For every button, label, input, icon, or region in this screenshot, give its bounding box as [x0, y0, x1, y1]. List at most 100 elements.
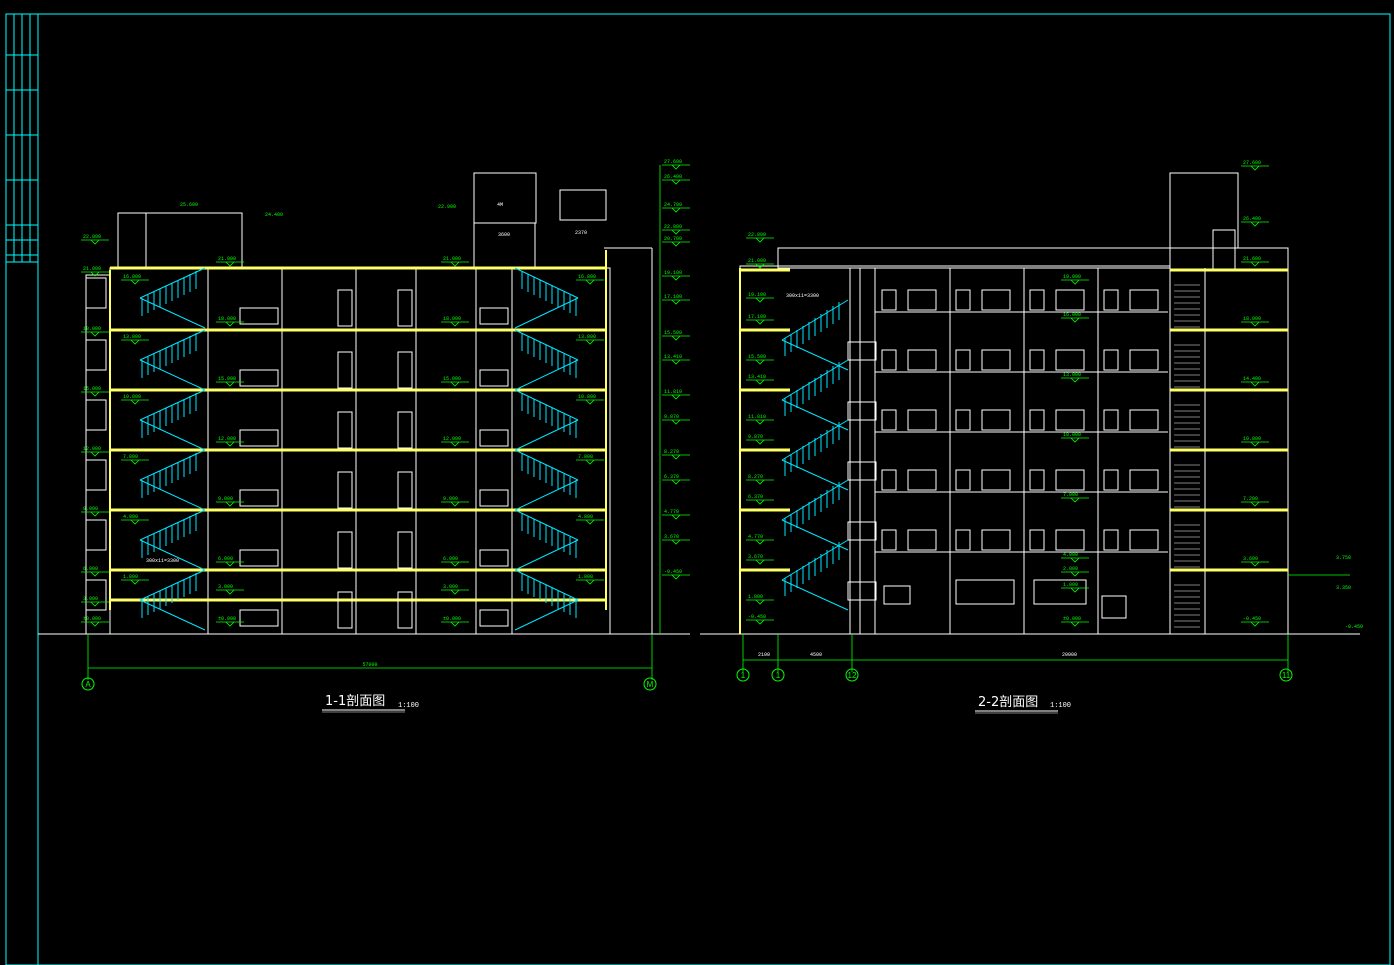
s1-ext-window-0 [85, 277, 107, 309]
s1-mlevel-1-text: 18.000 [443, 316, 461, 322]
s2-win-large-4-0 [907, 529, 937, 551]
section-2-stairs [781, 299, 877, 611]
dim-3: 20000 [1062, 652, 1077, 658]
s1-slevel-2-triangle [130, 399, 140, 405]
s1-llevel-2-triangle [90, 331, 100, 337]
s2-rlevel-8: -0.450 [1241, 616, 1269, 627]
section-1-openings [85, 277, 509, 629]
s1-slevel2-1: 13.800 [576, 334, 604, 345]
s2-rlevel-2-triangle [1250, 261, 1260, 267]
s2-mlevel-1: 16.000 [1061, 312, 1089, 323]
s2-llevel-1-triangle [755, 263, 765, 269]
s1-slevel2-0: 16.800 [576, 274, 604, 285]
s1-mlevel-0: 21.000 [441, 256, 469, 267]
s1-rlevel-7-triangle [671, 335, 681, 341]
s2-rlevel-5-triangle [1250, 441, 1260, 447]
s2-win-small-2-3 [1103, 409, 1119, 431]
s2-llevel-9: 6.370 [746, 494, 774, 505]
s1-mlevel2-6: 3.000 [216, 584, 244, 595]
s2-mlevel-0-text: 19.000 [1063, 274, 1081, 280]
s2-win-large-3-2 [1055, 469, 1085, 491]
s2-win-large-3-1 [981, 469, 1011, 491]
s1-rlevel-11-text: 8.270 [664, 449, 679, 455]
s1-mlevel-6: 3.000 [441, 584, 469, 595]
s1-mlevel2-3: 12.000 [216, 436, 244, 447]
s2-llevel-6-triangle [755, 419, 765, 425]
s2-mlevel-6-text: 2.000 [1063, 566, 1078, 572]
s1-slevel2-4: 4.800 [576, 514, 604, 525]
s1-slevel-4: 4.800 [121, 514, 149, 525]
s2-rlevel-2-text: 21.600 [1243, 256, 1261, 262]
s2-win-large-4-2 [1055, 529, 1085, 551]
s2-rlevel-0-text: 27.600 [1243, 160, 1261, 166]
s2-rlevel-7-triangle [1250, 561, 1260, 567]
s2-rlevel-2: 21.600 [1241, 256, 1269, 267]
s2-win-large-2-3 [1129, 409, 1159, 431]
s2-win-small-4-2 [1029, 529, 1045, 551]
s1-ext-window-4 [85, 519, 107, 551]
s1-slevel2-3: 7.800 [576, 454, 604, 465]
s1-rlevel-1-triangle [671, 179, 681, 185]
s1-llevel-7-triangle [90, 601, 100, 607]
s2-win-large-3-3 [1129, 469, 1159, 491]
s2-win-large-0-0 [907, 289, 937, 311]
section-2-title: 2-2剖面图 [978, 695, 1038, 710]
axis-label-m: M [647, 680, 654, 689]
s2-mlevel-2-triangle [1070, 377, 1080, 383]
s1-mlevel2-7-text: ±0.000 [218, 616, 236, 622]
s2-win-large-1-0 [907, 349, 937, 371]
s1-rlevel-3: 22.800 [662, 224, 690, 235]
top-label-2: 24.400 [265, 212, 283, 218]
axis-bubble-2 [771, 668, 785, 682]
s1-llevel-8: ±0.000 [81, 616, 109, 627]
s1-mlevel2-4: 9.000 [216, 496, 244, 507]
s1-llevel-2: 18.000 [81, 326, 109, 337]
s2-win-large-1-3 [1129, 349, 1159, 371]
s1-rlevel-11: 8.270 [662, 449, 690, 460]
s2-rlevel-8-text: -0.450 [1243, 616, 1261, 622]
axis-label-1: 1 [741, 671, 746, 680]
s2-rlevel-3-text: 18.000 [1243, 316, 1261, 322]
s1-rlevel-8-triangle [671, 359, 681, 365]
s2-mlevel-5: 4.000 [1061, 552, 1089, 563]
section-1-scale: 1:100 [398, 702, 419, 710]
s1-mlevel2-7: ±0.000 [216, 616, 244, 627]
s1-mlevel2-3-text: 12.000 [218, 436, 236, 442]
s1-mlevel-5: 6.000 [441, 556, 469, 567]
s1-llevel-4-text: 12.000 [83, 446, 101, 452]
s2-rlevel-4-text: 14.400 [1243, 376, 1261, 382]
s1-rlevel-15-text: -0.450 [664, 569, 682, 575]
s1-slevel2-2-triangle [585, 399, 595, 405]
s2-mlevel-8: ±0.000 [1061, 616, 1089, 627]
s2-llevel-11-text: 3.670 [748, 554, 763, 560]
s1-llevel-8-triangle [90, 621, 100, 627]
s1-slevel-5: 1.800 [121, 574, 149, 585]
s1-llevel-3-text: 15.000 [83, 386, 101, 392]
axis-label-3: 12 [848, 671, 857, 680]
s1-slevel2-5-triangle [585, 579, 595, 585]
axis-label-a: A [85, 680, 91, 689]
s2-balcony-1 [847, 401, 877, 421]
s1-slevel-5-triangle [130, 579, 140, 585]
s2-mlevel-4-triangle [1070, 497, 1080, 503]
s1-door-a-5 [337, 591, 353, 629]
s1-slevel-0-triangle [130, 279, 140, 285]
s2-win-small-2-2 [1029, 409, 1045, 431]
s2-rlevel-4: 14.400 [1241, 376, 1269, 387]
section-2-left-level-marks: 22.80021.00019.10017.10015.50013.41011.8… [746, 232, 1089, 627]
s2-win-small-3-1 [955, 469, 971, 491]
s2-win-small-3-2 [1029, 469, 1045, 491]
s1-mlevel-3: 12.000 [441, 436, 469, 447]
s1-window-r-4 [479, 549, 509, 567]
s1-mlevel2-0-triangle [225, 261, 235, 267]
section-1-left-level-marks: 22.80021.00018.00015.00012.0009.0006.000… [81, 234, 604, 627]
s1-slevel-4-text: 4.800 [123, 514, 138, 520]
axis-label-4: 11 [1282, 671, 1291, 680]
s1-slevel-0-text: 16.800 [123, 274, 141, 280]
section-2-right-level-marks: 27.60026.40021.60018.00014.40010.8007.20… [1241, 160, 1269, 627]
s1-rlevel-0: 27.600 [662, 159, 690, 170]
s1-door-a-4 [337, 531, 353, 569]
s1-rlevel-8: 13.410 [662, 354, 690, 365]
s1-rlevel-6-triangle [671, 299, 681, 305]
s2-win-small-4-0 [881, 529, 897, 551]
